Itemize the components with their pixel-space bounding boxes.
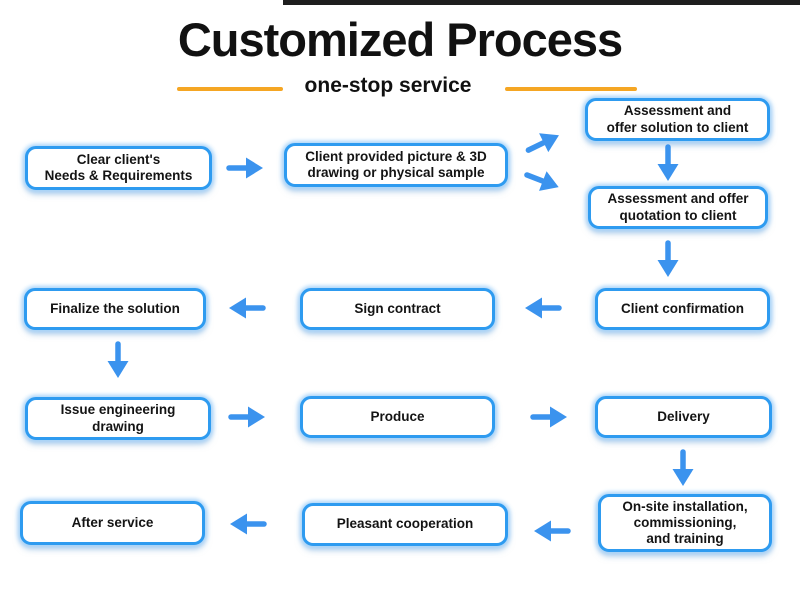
- node-pleasant-cooperation-label: Pleasant cooperation: [336, 516, 474, 532]
- flow-arrow-confirmation-to-contract: [522, 294, 562, 322]
- node-after-service-label: After service: [71, 514, 154, 530]
- flow-arrow-finalize-to-drawing: [104, 341, 132, 381]
- node-offer-solution-label: Assessment and offer solution to client: [606, 103, 749, 135]
- node-offer-quotation: Assessment and offer quotation to client: [588, 186, 768, 229]
- node-clear-needs: Clear client's Needs & Requirements: [25, 146, 212, 190]
- node-onsite-installation: On-site installation, commissioning, and…: [598, 494, 772, 552]
- node-issue-drawing-label: Issue engineering drawing: [60, 402, 176, 434]
- node-client-confirmation-label: Client confirmation: [620, 300, 744, 316]
- node-client-confirmation: Client confirmation: [595, 288, 770, 330]
- node-offer-solution: Assessment and offer solution to client: [585, 98, 770, 141]
- accent-line-left: [177, 87, 283, 91]
- top-edge-bar: [283, 0, 800, 5]
- page-subtitle: one-stop service: [304, 74, 472, 97]
- node-pleasant-cooperation: Pleasant cooperation: [302, 503, 508, 546]
- flow-arrow-needs-to-picture: [226, 154, 266, 182]
- node-client-provided-label: Client provided picture & 3D drawing or …: [305, 148, 487, 180]
- node-client-provided: Client provided picture & 3D drawing or …: [284, 143, 508, 187]
- flow-arrow-quotation-to-confirmation: [654, 240, 682, 280]
- node-produce-label: Produce: [370, 408, 425, 424]
- flow-arrow-cooperation-to-afterservice: [227, 510, 267, 538]
- node-finalize-solution: Finalize the solution: [24, 288, 206, 330]
- flow-arrow-contract-to-finalize: [226, 294, 266, 322]
- node-delivery-label: Delivery: [657, 408, 710, 424]
- node-delivery: Delivery: [595, 396, 772, 438]
- node-issue-drawing: Issue engineering drawing: [25, 397, 211, 440]
- node-sign-contract-label: Sign contract: [354, 300, 441, 316]
- node-sign-contract: Sign contract: [300, 288, 495, 330]
- flow-arrow-picture-to-solution: [517, 123, 565, 166]
- flow-arrow-drawing-to-produce: [228, 403, 268, 431]
- accent-line-right: [505, 87, 637, 91]
- page-title: Customized Process: [177, 13, 623, 66]
- node-offer-quotation-label: Assessment and offer quotation to client: [607, 191, 749, 223]
- flow-arrow-solution-to-quotation: [654, 144, 682, 184]
- node-onsite-installation-label: On-site installation, commissioning, and…: [622, 498, 748, 547]
- flow-arrow-produce-to-delivery: [530, 403, 570, 431]
- flow-arrow-delivery-to-onsite: [669, 449, 697, 489]
- node-clear-needs-label: Clear client's Needs & Requirements: [44, 151, 193, 183]
- node-finalize-solution-label: Finalize the solution: [50, 300, 180, 316]
- node-produce: Produce: [300, 396, 495, 438]
- flow-arrow-onsite-to-cooperation: [531, 517, 571, 545]
- node-after-service: After service: [20, 501, 205, 545]
- flow-arrow-picture-to-quotation: [516, 160, 563, 200]
